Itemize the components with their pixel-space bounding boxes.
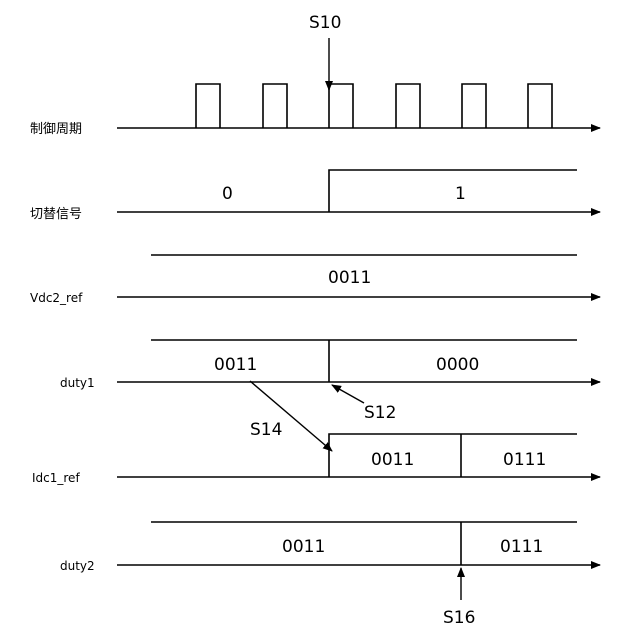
- duty1-value-after: 0000: [436, 355, 479, 375]
- clock-pulse-3: [329, 84, 353, 128]
- clock-pulse-6: [528, 84, 552, 128]
- duty1-value-before: 0011: [214, 355, 257, 375]
- step-s12-callout: S12: [332, 385, 396, 423]
- step-s16-callout: S16: [443, 568, 475, 628]
- idc1-ref-value-2: 0111: [503, 450, 546, 470]
- duty2-value-before: 0011: [282, 537, 325, 557]
- switch-signal-step: [329, 170, 577, 212]
- duty2-value-after: 0111: [500, 537, 543, 557]
- step-s10-label: S10: [309, 13, 341, 33]
- row-switch-signal: 切替信号 0 1: [30, 170, 600, 222]
- switch-value-before: 0: [222, 184, 233, 204]
- step-s10-callout: S10: [309, 13, 341, 90]
- label-idc1-ref: Idc1_ref: [32, 471, 80, 485]
- label-duty2: duty2: [60, 559, 95, 573]
- clock-pulse-1: [196, 84, 220, 128]
- label-vdc2-ref: Vdc2_ref: [30, 291, 83, 305]
- idc1-ref-value-1: 0011: [371, 450, 414, 470]
- clock-pulse-2: [263, 84, 287, 128]
- row-duty1: duty1 0011 0000: [60, 340, 600, 390]
- label-switch-signal: 切替信号: [30, 207, 82, 222]
- switch-value-after: 1: [455, 184, 466, 204]
- row-duty2: duty2 0011 0111: [60, 522, 600, 573]
- row-control-cycle: 制御周期: [30, 84, 600, 137]
- clock-pulse-5: [462, 84, 486, 128]
- step-s12-label: S12: [364, 403, 396, 423]
- step-s14-label: S14: [250, 420, 282, 440]
- row-vdc2-ref: Vdc2_ref 0011: [30, 255, 600, 305]
- step-s16-label: S16: [443, 608, 475, 628]
- label-duty1: duty1: [60, 376, 95, 390]
- step-s14-arrow: [250, 381, 332, 451]
- step-s12-arrow: [332, 385, 364, 403]
- label-control-cycle: 制御周期: [30, 122, 82, 137]
- step-s14-callout: S14: [250, 381, 332, 451]
- row-idc1-ref: Idc1_ref 0011 0111: [32, 434, 600, 485]
- clock-pulse-4: [396, 84, 420, 128]
- vdc2-ref-value: 0011: [328, 268, 371, 288]
